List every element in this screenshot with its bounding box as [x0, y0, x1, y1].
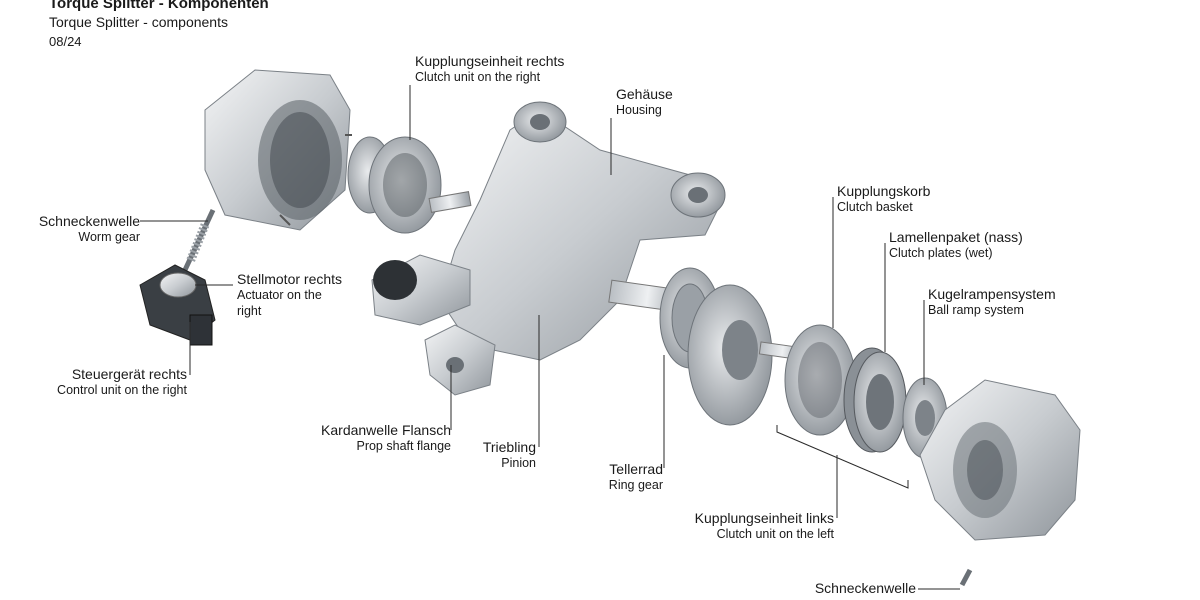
slide-subtitle: Torque Splitter - components: [49, 14, 228, 30]
actuator-control-unit-part: [139, 264, 216, 346]
main-housing-part: [371, 101, 726, 396]
label-en-line1: Actuator on the: [237, 288, 322, 302]
clutch-basket-part: [784, 324, 856, 436]
label-clutch-plates: Lamellenpaket (nass) Clutch plates (wet): [889, 229, 1023, 261]
label-de: Schneckenwelle: [38, 213, 140, 229]
housing-cover-disk-part: [687, 284, 807, 426]
clutch-housing-left-part: [919, 379, 1081, 541]
label-de: Steuergerät rechts: [71, 366, 187, 382]
label-en-line2: right: [237, 304, 262, 318]
label-en: Control unit on the right: [57, 383, 187, 397]
worm-gear-left-part: [182, 208, 216, 272]
leader-lines: [140, 85, 960, 590]
label-worm-gear: Schneckenwelle Worm gear: [39, 213, 140, 245]
label-en: Clutch unit on the left: [716, 527, 834, 541]
label-clutch-unit-right: Kupplungseinheit rechts Clutch unit on t…: [415, 53, 564, 85]
clutch-housing-right-part: [204, 69, 352, 231]
label-worm-gear-bottom: Schneckenwelle: [815, 580, 916, 596]
label-de: Gehäuse: [616, 86, 673, 102]
label-housing: Gehäuse Housing: [616, 86, 673, 118]
label-pinion: Triebling Pinion: [483, 439, 536, 471]
slide-title: Torque Splitter - Komponenten: [49, 0, 269, 12]
label-control-unit: Steuergerät rechts Control unit on the r…: [57, 366, 187, 398]
label-de: Kugelrampensystem: [928, 286, 1056, 302]
label-en: Clutch unit on the right: [415, 70, 541, 84]
label-en: Clutch basket: [837, 200, 913, 214]
label-clutch-unit-left: Kupplungseinheit links Clutch unit on th…: [695, 510, 834, 542]
clutch-left-bracket: [776, 425, 909, 489]
label-de: Kardanwelle Flansch: [321, 422, 451, 438]
label-de: Kupplungskorb: [837, 183, 931, 199]
label-de: Triebling: [482, 439, 536, 455]
label-prop-shaft-flange: Kardanwelle Flansch Prop shaft flange: [321, 422, 451, 454]
label-ring-gear: Tellerrad Ring gear: [609, 461, 663, 493]
label-en: Pinion: [501, 456, 536, 470]
label-en: Ring gear: [608, 478, 663, 492]
worm-gear-bottom-part: [959, 568, 973, 587]
label-de: Schneckenwelle: [814, 580, 916, 596]
label-ball-ramp: Kugelrampensystem Ball ramp system: [928, 286, 1056, 318]
page-number: 08/24: [49, 34, 82, 49]
clutch-plates-part: [843, 347, 907, 453]
label-en: Housing: [616, 103, 662, 117]
label-de: Stellmotor rechts: [237, 271, 343, 287]
label-clutch-basket: Kupplungskorb Clutch basket: [837, 183, 930, 215]
label-en: Worm gear: [78, 230, 140, 244]
label-actuator: Stellmotor rechts Actuator on the right: [237, 271, 342, 319]
label-de: Kupplungseinheit rechts: [415, 53, 565, 69]
label-en: Ball ramp system: [928, 303, 1024, 317]
label-en: Prop shaft flange: [356, 439, 451, 453]
label-de: Kupplungseinheit links: [694, 510, 834, 526]
clutch-unit-right-part: [347, 136, 472, 234]
label-de: Tellerrad: [609, 461, 663, 477]
label-en: Clutch plates (wet): [889, 246, 993, 260]
label-de: Lamellenpaket (nass): [889, 229, 1023, 245]
